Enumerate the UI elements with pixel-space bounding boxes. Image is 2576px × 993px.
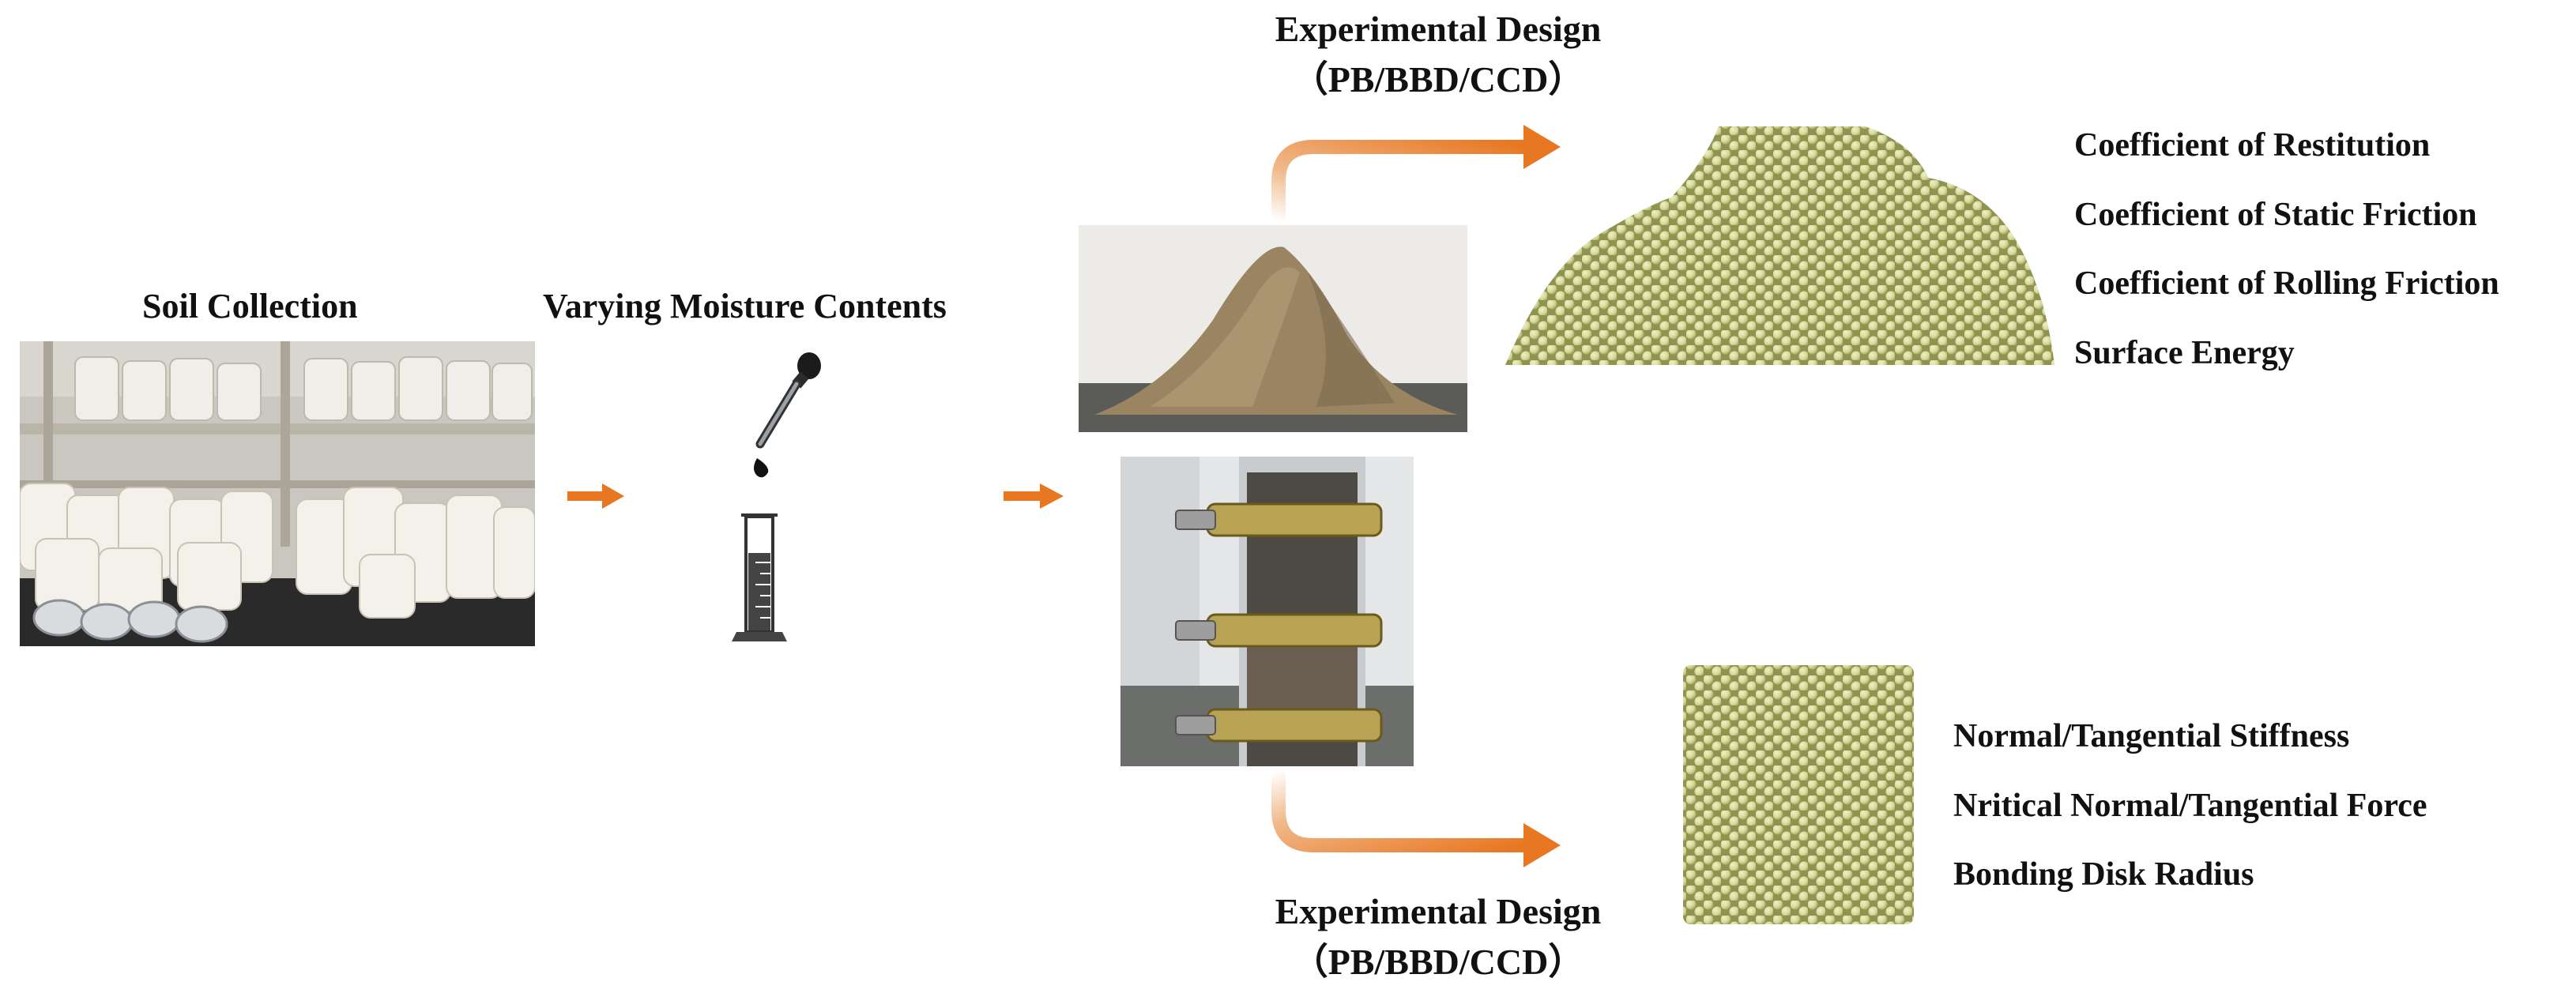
design-bottom-line2: （PB/BBD/CCD） <box>1291 942 1585 982</box>
design-bottom-title: Experimental Design （PB/BBD/CCD） <box>1185 886 1691 987</box>
soil-pile-photo <box>1079 225 1467 432</box>
param-disk-radius: Bonding Disk Radius <box>1953 856 2254 893</box>
param-stiffness: Normal/Tangential Stiffness <box>1953 718 2350 754</box>
design-top-line2: （PB/BBD/CCD） <box>1291 59 1585 100</box>
param-surface-energy: Surface Energy <box>2074 335 2295 371</box>
arrow-to-moisture <box>567 483 624 509</box>
param-restitution: Coefficient of Restitution <box>2074 127 2431 164</box>
param-static-friction: Coefficient of Static Friction <box>2074 197 2477 233</box>
soil-samples-illustration <box>20 341 535 646</box>
param-rolling-friction: Coefficient of Rolling Friction <box>2074 265 2499 302</box>
varying-moisture-label: Varying Moisture Contents <box>543 287 947 325</box>
param-critical-force: Nritical Normal/Tangential Force <box>1953 788 2427 824</box>
design-top-line1: Experimental Design <box>1275 9 1602 49</box>
soil-collection-label: Soil Collection <box>142 287 358 325</box>
soil-collection-photo <box>20 341 535 646</box>
arrow-to-design-bottom <box>1271 770 1525 852</box>
arrow-to-tests <box>1004 483 1064 509</box>
design-bottom-line1: Experimental Design <box>1275 891 1602 931</box>
arrow-to-design-top <box>1271 140 1525 221</box>
design-top-title: Experimental Design （PB/BBD/CCD） <box>1185 4 1691 105</box>
shear-test-photo <box>1120 457 1414 766</box>
